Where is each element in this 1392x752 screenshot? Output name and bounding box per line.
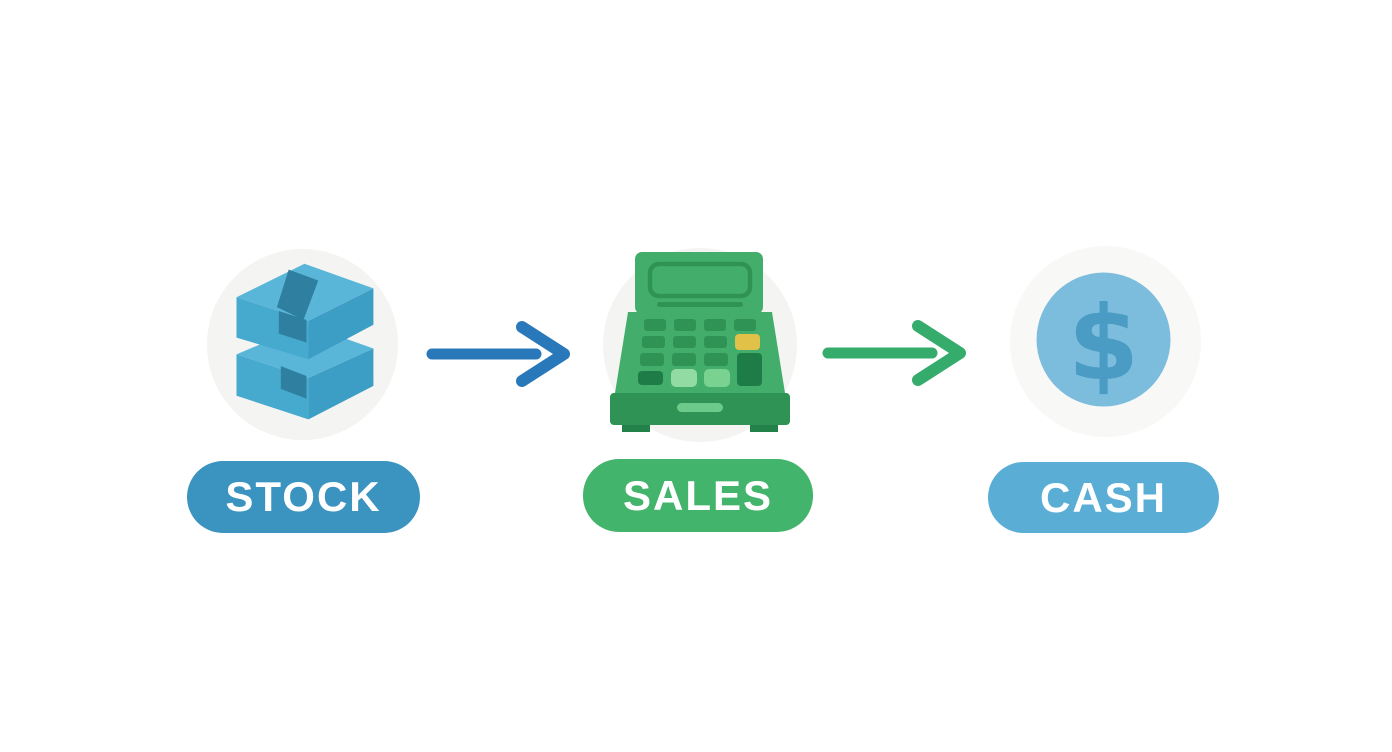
- sales-label-pill: SALES: [583, 459, 813, 532]
- register-lid: [635, 252, 763, 314]
- arrow-sales-to-cash: [820, 317, 970, 389]
- register-button-light-1: [671, 369, 697, 387]
- register-keypad: [638, 319, 762, 387]
- register-button-tall: [737, 353, 762, 386]
- stock-label: STOCK: [225, 473, 382, 520]
- coin-circle: [1036, 272, 1171, 407]
- cash-register-icon: [600, 245, 800, 445]
- stock-label-pill: STOCK: [187, 461, 420, 533]
- stacked-boxes-icon: [204, 246, 401, 443]
- arrow-stock-to-sales: [424, 318, 574, 390]
- register-button-yellow: [735, 334, 760, 350]
- cash-label-pill: CASH: [988, 462, 1219, 533]
- register-button-dark: [638, 371, 663, 385]
- tape-tab: [278, 311, 307, 343]
- tape-strip: [276, 269, 319, 320]
- register-button-light-2: [704, 369, 730, 387]
- register-drawer: [610, 393, 790, 432]
- cash-label: CASH: [1039, 473, 1167, 521]
- dollar-coin-icon: $: [1007, 243, 1204, 440]
- sales-label: SALES: [622, 471, 774, 519]
- dollar-symbol: $: [1068, 285, 1139, 404]
- top-box: [236, 263, 374, 360]
